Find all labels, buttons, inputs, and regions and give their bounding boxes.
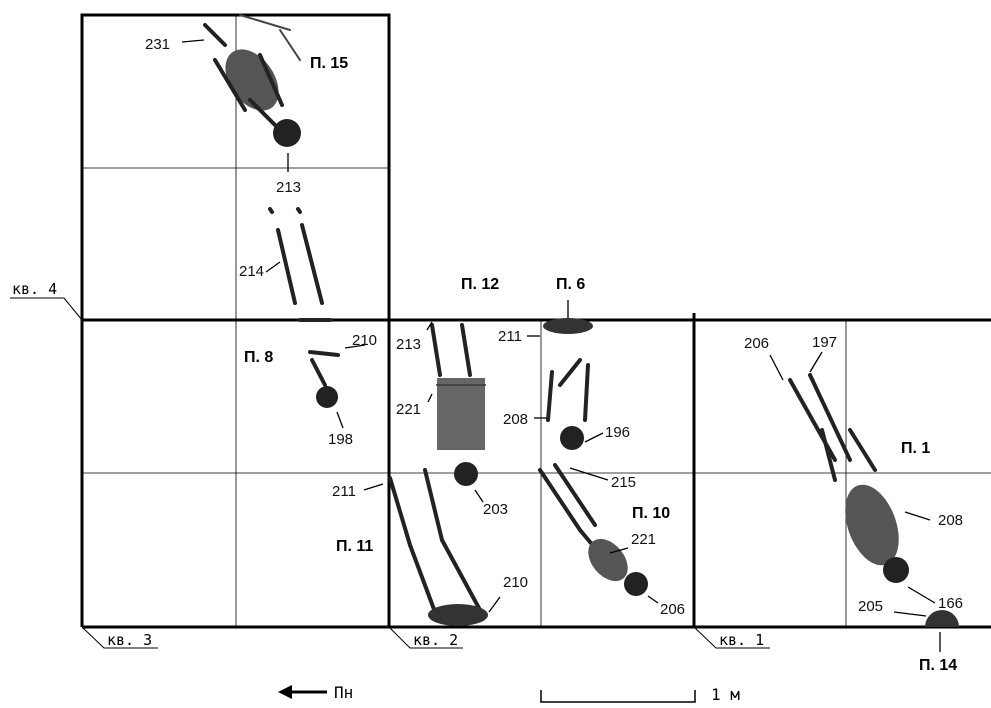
burial-label-p1: П. 1 (901, 440, 930, 457)
burial-label-p6: П. 6 (556, 276, 585, 293)
depth-205: 205 (858, 598, 883, 615)
square-label-1: кв. 1 (719, 631, 764, 649)
depth-213-upper: 213 (276, 179, 301, 196)
scale-label: 1 м (711, 685, 740, 704)
skeleton-p15 (203, 14, 301, 147)
depth-196: 196 (605, 424, 630, 441)
skeleton-p1 (788, 373, 909, 583)
scale-bar (540, 690, 696, 703)
north-arrow (278, 685, 327, 699)
skeleton-p8 (268, 207, 340, 408)
depth-203: 203 (483, 501, 508, 518)
burial-label-p11: П. 11 (336, 538, 373, 555)
depth-221-p10: 221 (631, 531, 656, 548)
depth-221-p12: 221 (396, 401, 421, 418)
skeleton-p12 (430, 323, 486, 486)
depth-206-p1: 206 (744, 335, 769, 352)
square-label-3: кв. 3 (107, 631, 152, 649)
depth-197: 197 (812, 334, 837, 351)
depth-210-p8: 210 (352, 332, 377, 349)
depth-214: 214 (239, 263, 264, 280)
depth-198: 198 (328, 431, 353, 448)
depth-208-p6: 208 (503, 411, 528, 428)
depth-206-p10: 206 (660, 601, 685, 618)
depth-208-p1: 208 (938, 512, 963, 529)
depth-211-p6: 211 (498, 328, 522, 345)
north-label: Пн (334, 683, 353, 702)
burial-label-p10: П. 10 (632, 505, 670, 522)
depth-210-p11: 210 (503, 574, 528, 591)
depth-213-p12: 213 (396, 336, 421, 353)
depth-166: 166 (938, 595, 963, 612)
skull-p14 (925, 610, 959, 627)
skeleton-p11 (388, 468, 488, 626)
square-label-4: кв. 4 (12, 280, 57, 298)
burial-label-p15: П. 15 (310, 55, 348, 72)
burial-label-p12: П. 12 (461, 276, 499, 293)
depth-215: 215 (611, 474, 636, 491)
grid-bold-outline (80, 13, 991, 629)
burial-label-p8: П. 8 (244, 349, 273, 366)
square-label-2: кв. 2 (413, 631, 458, 649)
depth-231: 231 (145, 36, 170, 53)
square-markers (10, 297, 770, 649)
skeleton-p6 (543, 318, 593, 450)
skeleton-p10 (538, 463, 648, 596)
depth-211-p11: 211 (332, 483, 356, 500)
burial-label-p14: П. 14 (919, 657, 957, 674)
leader-lines (181, 39, 941, 652)
